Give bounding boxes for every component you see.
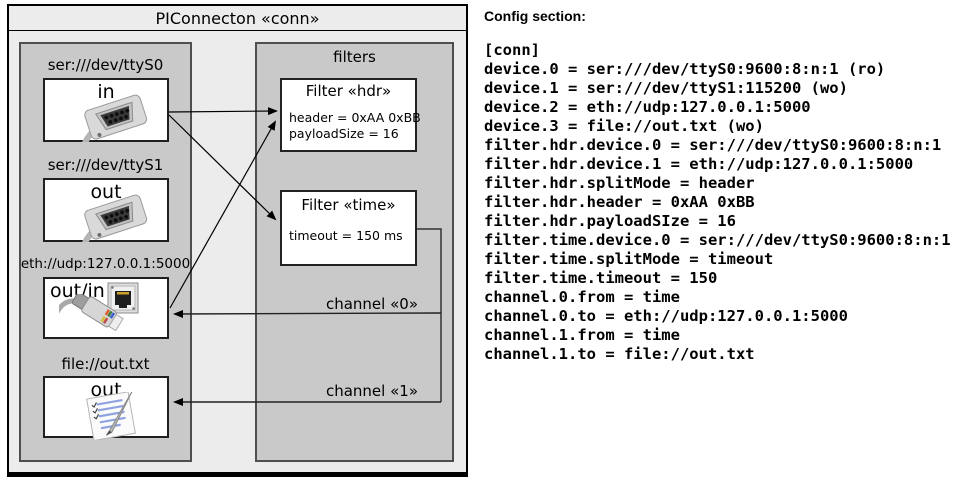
device-box-ttyS0: in	[43, 78, 169, 142]
device-box-ttyS1: out	[43, 178, 169, 242]
port-label: in	[97, 81, 115, 103]
channel-0-label: channel «0»	[325, 295, 418, 313]
connection-diagram-frame: PIConnecton «conn» ser:///dev/ttyS0 in	[7, 4, 468, 477]
filter-attribute: header = 0xAA 0xBB	[289, 110, 421, 125]
device-box-udp: out/in	[43, 277, 169, 339]
notepad-icon	[86, 392, 136, 440]
ethernet-plug-icon	[59, 294, 124, 332]
filter-title: Filter «time»	[301, 196, 396, 214]
serial-port-icon	[79, 194, 148, 242]
filter-attribute: payloadSize = 16	[289, 126, 399, 141]
serial-port-icon	[79, 94, 148, 142]
config-text: [conn] device.0 = ser:///dev/ttyS0:9600:…	[484, 41, 951, 363]
device-label: ser:///dev/ttyS1	[47, 156, 164, 174]
filter-box-hdr: Filter «hdr» header = 0xAA 0xBB payloadS…	[280, 78, 421, 152]
device-label: ser:///dev/ttyS0	[47, 56, 164, 74]
filters-panel-title: filters	[333, 48, 376, 66]
channel-1-label: channel «1»	[325, 382, 418, 400]
filter-title: Filter «hdr»	[305, 82, 392, 100]
filter-attribute: timeout = 150 ms	[289, 228, 403, 243]
ethernet-jack-icon	[107, 282, 139, 314]
device-label: eth://udp:127.0.0.1:5000	[20, 256, 191, 272]
device-box-file: out	[43, 376, 169, 440]
device-label: file://out.txt	[61, 355, 150, 373]
filter-box-time: Filter «time» timeout = 150 ms	[280, 190, 417, 266]
config-section-heading: Config section:	[484, 8, 586, 24]
port-label: out	[90, 181, 122, 203]
devices-panel: ser:///dev/ttyS0 in	[19, 42, 192, 462]
diagram-title: PIConnecton «conn»	[9, 6, 466, 31]
filters-panel: filters Filter «hdr» header = 0xAA 0xBB …	[255, 42, 454, 462]
